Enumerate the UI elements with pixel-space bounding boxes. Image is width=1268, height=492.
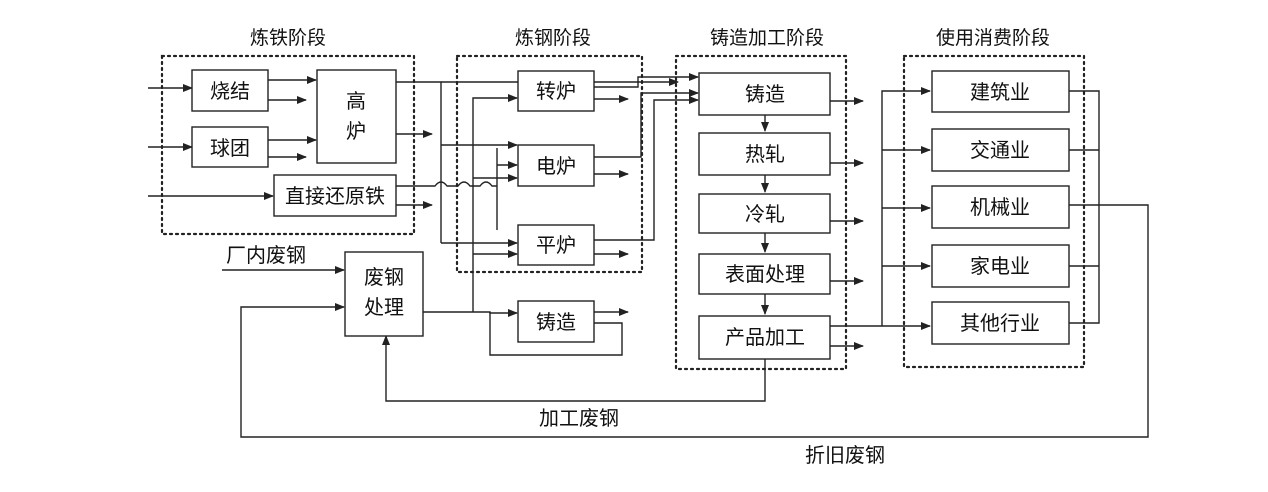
eaf-label: 电炉 [536, 154, 576, 178]
appliances-label: 家电业 [970, 254, 1030, 278]
steelmaking-stage-title: 炼钢阶段 [515, 27, 591, 49]
machinery-box: 机械业 [931, 185, 1070, 229]
casting-processing-stage-title: 铸造加工阶段 [710, 27, 824, 49]
blast-furnace-label-bottom: 炉 [346, 119, 366, 143]
foundry-label: 铸造 [536, 310, 576, 334]
cold-rolling-label: 冷轧 [745, 202, 785, 226]
sinter-label: 烧结 [210, 79, 250, 103]
hot-rolling-box: 热轧 [698, 132, 831, 176]
sinter-box: 烧结 [191, 69, 269, 112]
casting-box: 铸造 [698, 72, 831, 116]
ironmaking-stage-title: 炼铁阶段 [250, 27, 326, 49]
open-hearth-box: 平炉 [517, 224, 595, 266]
casting-processing-stage-boundary [674, 54, 848, 371]
foundry-box: 铸造 [517, 300, 595, 343]
other-industries-label: 其他行业 [960, 311, 1040, 335]
machinery-label: 机械业 [970, 195, 1030, 219]
scrap-processing-label-top: 废钢 [364, 265, 404, 289]
flow-connectors [148, 73, 1149, 438]
cold-rolling-box: 冷轧 [698, 193, 831, 234]
obsolete-scrap-label: 折旧废钢 [805, 443, 885, 467]
blast-furnace-box: 高 炉 [316, 69, 397, 164]
appliances-box: 家电业 [931, 244, 1070, 288]
transport-box: 交通业 [931, 128, 1070, 172]
dri-label: 直接还原铁 [285, 184, 385, 208]
transport-label: 交通业 [970, 138, 1030, 162]
scrap-processing-label-bottom: 处理 [364, 295, 404, 319]
steelmaking-stage-boundary [455, 54, 644, 274]
ironmaking-stage-boundary [160, 54, 416, 236]
process-scrap-label: 加工废钢 [539, 406, 619, 430]
consumption-stage-title: 使用消费阶段 [936, 27, 1050, 49]
construction-box: 建筑业 [931, 70, 1070, 113]
home-scrap-label: 厂内废钢 [226, 243, 306, 267]
consumption-stage-boundary [902, 54, 1086, 369]
converter-label: 转炉 [536, 79, 576, 103]
construction-label: 建筑业 [970, 80, 1030, 104]
product-processing-label: 产品加工 [725, 325, 805, 349]
surface-treatment-label: 表面处理 [725, 262, 805, 286]
product-processing-box: 产品加工 [698, 315, 831, 360]
casting-label: 铸造 [745, 82, 785, 106]
surface-treatment-box: 表面处理 [698, 253, 831, 295]
converter-box: 转炉 [517, 70, 595, 112]
eaf-box: 电炉 [517, 144, 595, 187]
pellet-label: 球团 [210, 136, 250, 160]
blast-furnace-label-top: 高 [346, 89, 366, 113]
open-hearth-label: 平炉 [536, 233, 576, 257]
other-industries-box: 其他行业 [931, 301, 1070, 345]
dri-box: 直接还原铁 [273, 174, 397, 217]
hot-rolling-label: 热轧 [745, 142, 785, 166]
pellet-box: 球团 [191, 126, 269, 168]
scrap-processing-box: 废钢 处理 [344, 251, 424, 337]
